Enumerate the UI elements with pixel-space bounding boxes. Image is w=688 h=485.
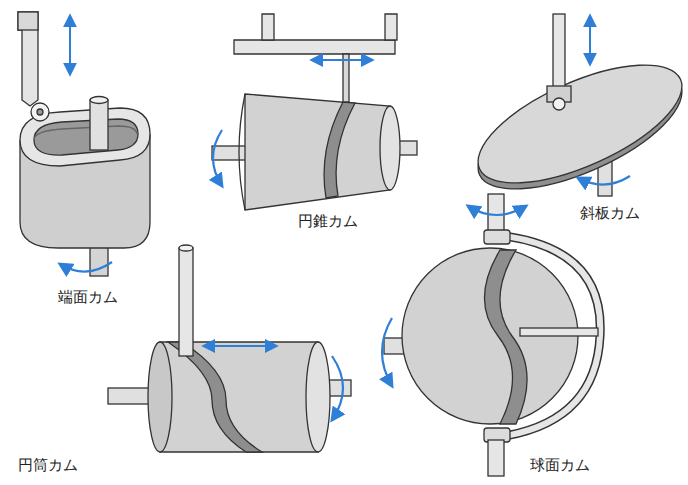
- cam-label: 円錐カム: [298, 212, 358, 230]
- swash-plate-cam: [462, 14, 688, 213]
- cam-label: 円筒カム: [18, 456, 78, 474]
- spherical-cam: [382, 194, 600, 476]
- cam-label: 斜板カム: [580, 204, 640, 222]
- cam-label: 端面カム: [58, 288, 118, 306]
- cylinder-cam: [108, 245, 351, 452]
- face-cam: [18, 12, 150, 276]
- cam-label: 球面カム: [530, 456, 590, 474]
- cone-cam: [212, 14, 417, 210]
